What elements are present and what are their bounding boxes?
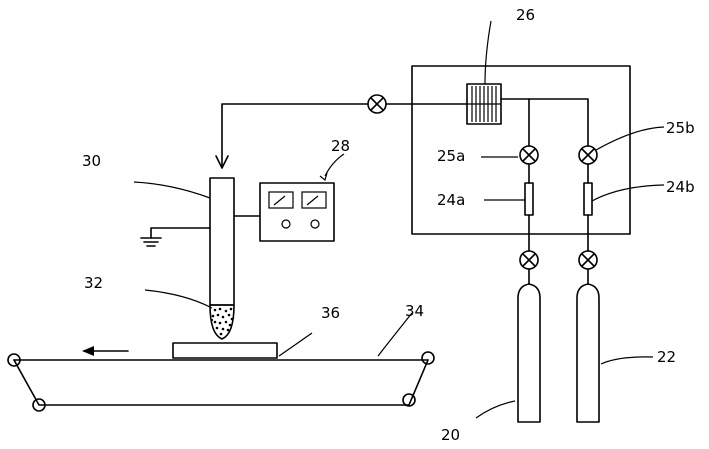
label-26: 26 xyxy=(516,6,535,24)
valve-25b xyxy=(578,145,598,165)
label-25a: 25a xyxy=(437,147,465,165)
power-supply xyxy=(259,182,335,242)
flow-meter-24b xyxy=(583,182,593,216)
main-valve xyxy=(367,94,387,114)
gas-supply-line xyxy=(221,103,368,168)
valve-25a xyxy=(519,145,539,165)
label-24a: 24a xyxy=(437,191,465,209)
label-24b: 24b xyxy=(666,178,695,196)
gas-control-box xyxy=(411,65,631,235)
label-34: 34 xyxy=(405,302,424,320)
conveyor-belt xyxy=(7,351,435,412)
workpiece xyxy=(172,342,278,359)
gas-mixer xyxy=(466,83,502,125)
label-22: 22 xyxy=(657,348,676,366)
inflow-arrow xyxy=(215,155,229,169)
cylinder-valve-a xyxy=(519,250,539,270)
conveyor-direction-arrow xyxy=(82,346,129,356)
gas-cylinder-20 xyxy=(517,283,541,423)
label-32: 32 xyxy=(84,274,103,292)
label-28: 28 xyxy=(331,137,350,155)
ground-symbol xyxy=(140,227,211,247)
label-36: 36 xyxy=(321,304,340,322)
label-30: 30 xyxy=(82,152,101,170)
torch-nozzle xyxy=(209,304,235,340)
label-20: 20 xyxy=(441,426,460,444)
plasma-torch xyxy=(209,177,235,306)
label-25b: 25b xyxy=(666,119,695,137)
mixer-outlet-line xyxy=(500,98,589,147)
gas-cylinder-22 xyxy=(576,283,600,423)
cylinder-valve-b xyxy=(578,250,598,270)
flow-meter-24a xyxy=(524,182,534,216)
